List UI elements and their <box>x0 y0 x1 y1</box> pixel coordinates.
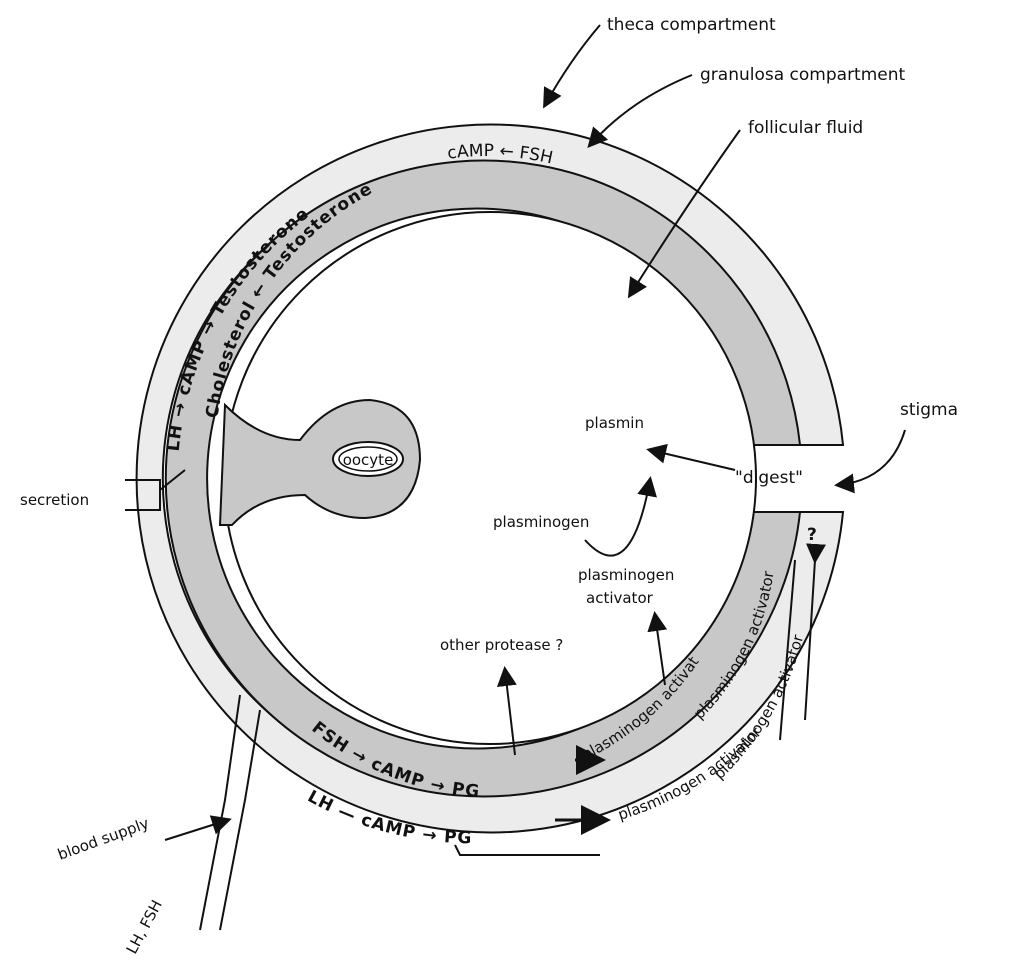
stigma-label: stigma <box>900 400 958 420</box>
plasminogen-label: plasminogen <box>493 513 589 531</box>
question-mark-label: ? <box>807 525 818 545</box>
blood-supply-label: blood supply <box>55 814 151 864</box>
lh-fsh-label: LH, FSH <box>123 897 166 957</box>
other-protease-label: other protease ? <box>440 636 563 654</box>
follicular-fluid-label: follicular fluid <box>748 118 863 138</box>
digest-label: "digest" <box>735 468 803 488</box>
plasminogen-activator-label: plasminogen <box>578 566 674 584</box>
secretion-label: secretion <box>20 491 89 509</box>
activator-label: activator <box>586 589 654 607</box>
theca-compartment-label: theca compartment <box>607 15 776 35</box>
plasmin-label: plasmin <box>585 414 644 432</box>
oocyte-label: oocyte <box>343 451 394 469</box>
granulosa-compartment-label: granulosa compartment <box>700 65 906 85</box>
